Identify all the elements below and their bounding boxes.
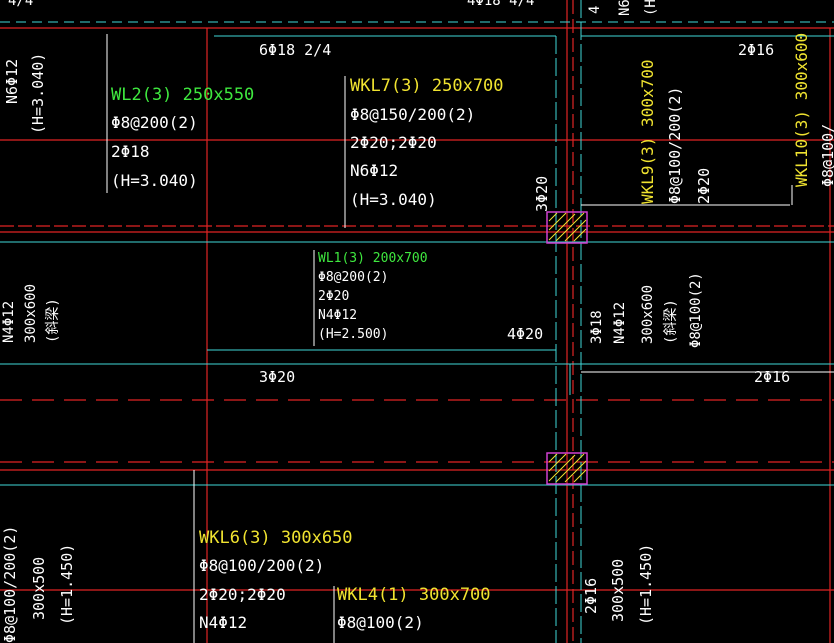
label-mid-4phi20: 4Φ20 — [507, 325, 544, 343]
label-bl-size: 300x500 — [30, 556, 48, 620]
label-left-h3040: (H=3.040) — [29, 52, 47, 134]
label-top-6phi18: 6Φ18 2/4 — [259, 41, 332, 59]
label-r-3phi18: 3Φ18 — [589, 310, 605, 344]
wkl7-bars: 2Φ20;2Φ20 — [350, 133, 437, 152]
wkl7-side-bars: N6Φ12 — [350, 161, 399, 180]
leader-lines — [106, 34, 834, 643]
wkl10-title: WKL10(3) 300x600 — [792, 32, 811, 187]
wkl9-stirrup: Φ8@100/200(2) — [666, 86, 684, 204]
label-top-2phi16: 2Φ16 — [738, 41, 775, 59]
label-top-partial-r3: (H= — [643, 0, 659, 16]
label-r-n4: N4Φ12 — [612, 301, 628, 344]
label-br-elevation: (H=1.450) — [637, 543, 655, 625]
wkl6-side-bars: N4Φ12 — [199, 613, 248, 632]
wkl7-title: WKL7(3) 250x700 — [350, 76, 504, 96]
wkl4-stirrup: Φ8@100(2) — [337, 613, 424, 632]
label-v-3phi20: 3Φ20 — [533, 175, 551, 212]
label-bl-stirrup: Φ8@100/200(2) — [1, 525, 19, 643]
label-r-300x600: 300x600 — [640, 284, 656, 344]
label-r-slope: (斜梁) — [663, 299, 679, 344]
columns-magenta — [546, 211, 588, 485]
label-br-2phi16: 2Φ16 — [582, 577, 600, 614]
wl2-stirrup: Φ8@200(2) — [111, 113, 198, 132]
label-bl-elevation: (H=1.450) — [58, 543, 76, 625]
wkl10-stirrup: Φ8@100/ — [819, 123, 834, 187]
label-top-partial-r1: 4 — [587, 5, 603, 14]
wkl6-title: WKL6(3) 300x650 — [199, 528, 353, 548]
wl1-side-bars: N4Φ12 — [318, 308, 358, 323]
wkl6-stirrup: Φ8@100/200(2) — [199, 556, 325, 575]
label-left-300x600: 300x600 — [23, 283, 39, 343]
wkl7-stirrup: Φ8@150/200(2) — [350, 105, 476, 124]
wkl4-title: WKL4(1) 300x700 — [337, 585, 491, 605]
wl2-elevation: (H=3.040) — [111, 171, 198, 190]
label-br-size: 300x500 — [609, 558, 627, 622]
wl1-stirrup: Φ8@200(2) — [318, 270, 389, 285]
label-top-partial-left: 4/4 — [8, 0, 34, 9]
wkl9-title: WKL9(3) 300x700 — [638, 59, 657, 205]
wl1-elevation: (H=2.500) — [318, 327, 389, 342]
label-mid-3phi20: 3Φ20 — [259, 368, 296, 386]
label-top-partial-r2: N6 — [617, 0, 633, 16]
wkl9-bars: 2Φ20 — [695, 167, 713, 204]
label-left-n6: N6Φ12 — [3, 58, 21, 104]
wl2-title: WL2(3) 250x550 — [111, 85, 255, 105]
label-left-n4: N4Φ12 — [1, 300, 17, 343]
wl2-bars: 2Φ18 — [111, 142, 150, 161]
wkl7-elevation: (H=3.040) — [350, 190, 437, 209]
wl1-bars: 2Φ20 — [318, 289, 350, 304]
wkl6-bars: 2Φ20;2Φ20 — [199, 585, 286, 604]
label-r-stirrup: Φ8@100(2) — [688, 272, 704, 348]
label-mid-2phi16: 2Φ16 — [754, 368, 791, 386]
label-left-slope: (斜梁) — [45, 298, 61, 343]
label-top-partial-mid: 4Φ18 4/4 — [467, 0, 535, 9]
wl1-title: WL1(3) 200x700 — [318, 251, 428, 266]
